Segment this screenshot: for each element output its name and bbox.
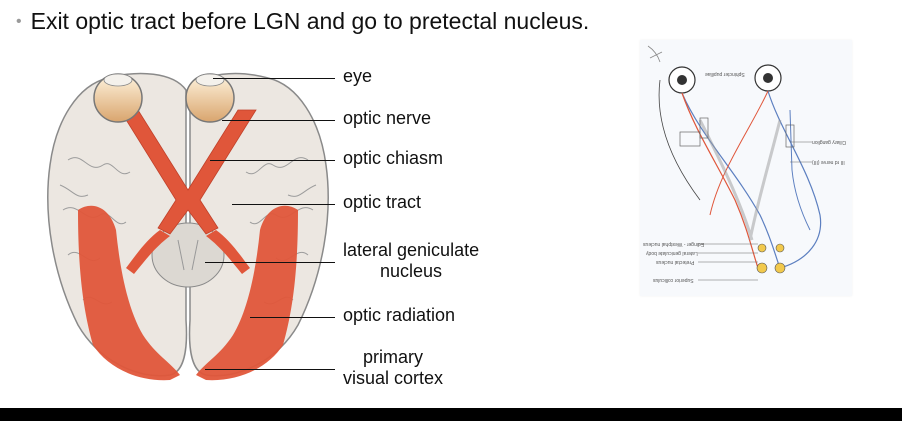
label-optic-radiation: optic radiation (343, 305, 456, 325)
left-optic-tract (126, 230, 170, 274)
pathway-label-third-nerve: III rd nerve (III) (812, 159, 845, 165)
pathway-label-superior-colliculus: Superior colliculus (653, 277, 694, 283)
label-optic-chiasm: optic chiasm (343, 148, 444, 168)
pathway-nucleus-2 (775, 243, 785, 253)
label-visual-cortex-line1: primary (363, 347, 424, 367)
pathway-label-edinger-westphal: Edinger - Westphal nucleus (643, 241, 705, 247)
label-visual-cortex-line2: visual cortex (343, 368, 444, 388)
optic-nerves-chiasm (119, 109, 257, 235)
bottom-black-bar (0, 408, 902, 421)
label-primary-visual-cortex: primary visual cortex (343, 347, 443, 389)
pathway-svg (647, 45, 822, 281)
brain-visual-pathway-illustration (38, 50, 338, 390)
brain-svg (47, 72, 329, 381)
pathway-label-ciliary-ganglion: Ciliary ganglion (812, 139, 847, 145)
pathway-label-lateral-geniculate-body: Lateral geniculate body (646, 250, 698, 256)
label-lgn-line1: lateral geniculate (343, 240, 480, 260)
bullet-point: • Exit optic tract before LGN and go to p… (16, 8, 589, 35)
label-lateral-geniculate-nucleus: lateral geniculate nucleus (343, 240, 479, 282)
pathway-label-pretectal-nucleus: Pretectal nucleus (656, 259, 695, 265)
label-eye: eye (343, 66, 373, 86)
label-optic-tract: optic tract (343, 192, 422, 212)
pathway-nucleus-3 (756, 262, 768, 274)
right-optic-radiation (196, 205, 298, 381)
pathway-nucleus-4 (774, 262, 786, 274)
pathway-nucleus-1 (757, 243, 767, 253)
label-optic-nerve: optic nerve (343, 108, 432, 128)
pathway-label-sphincter-pupillae: Sphincter pupillae (705, 71, 745, 77)
bullet-text: Exit optic tract before LGN and go to pr… (30, 8, 590, 34)
left-optic-radiation (78, 205, 180, 381)
brainstem (151, 222, 225, 288)
pupillary-reflex-pathway-diagram: Sphincter pupillae Ciliary ganglion III … (640, 40, 852, 296)
label-lgn-line2: nucleus (380, 261, 443, 281)
right-optic-tract (206, 230, 250, 274)
bullet-marker: • (16, 13, 22, 30)
